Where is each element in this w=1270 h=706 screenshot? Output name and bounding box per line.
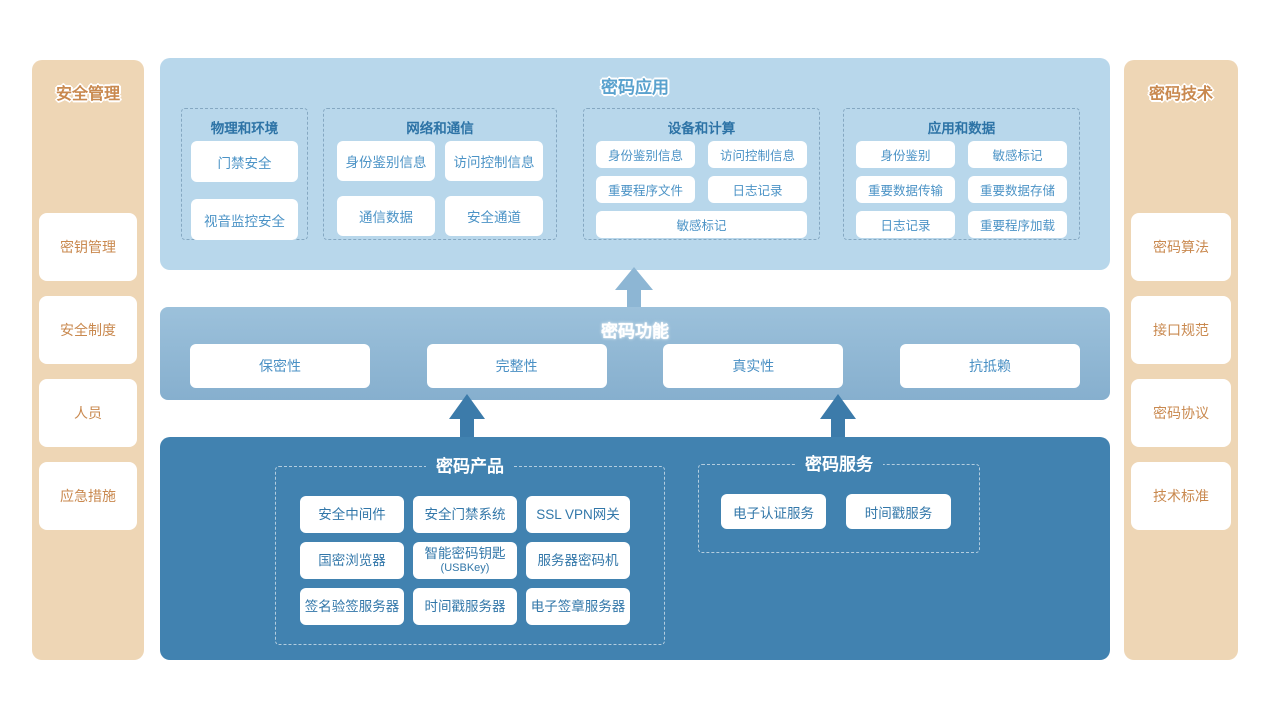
crypto-product-item: 国密浏览器 xyxy=(300,542,404,579)
sidebar-crypto-technology: 密码技术 密码算法接口规范密码协议技术标准 xyxy=(1124,60,1238,660)
network-communication-item: 身份鉴别信息 xyxy=(337,141,435,181)
crypto-services-title: 密码服务 xyxy=(795,451,883,479)
crypto-service-item: 电子认证服务 xyxy=(721,494,826,529)
crypto-function-title: 密码功能 xyxy=(601,322,669,341)
sidebar-right-title: 密码技术 xyxy=(1148,86,1213,103)
crypto-function-item: 保密性 xyxy=(190,344,370,388)
device-computing-item: 访问控制信息 xyxy=(708,141,807,168)
application-data-item: 重要数据存储 xyxy=(968,176,1067,203)
device-computing-item: 身份鉴别信息 xyxy=(596,141,695,168)
security-management-item: 人员 xyxy=(39,379,137,447)
application-data-item: 敏感标记 xyxy=(968,141,1067,168)
crypto-products-title: 密码产品 xyxy=(426,453,514,481)
arrow-head xyxy=(449,394,485,419)
group-title: 设备和计算 xyxy=(667,121,736,136)
group-title: 网络和通信 xyxy=(406,121,474,136)
group-physical-environment-items: 门禁安全视音监控安全 xyxy=(191,141,298,240)
arrow-stem xyxy=(627,289,641,307)
crypto-product-item: 智能密码钥匙(USBKey) xyxy=(413,542,517,579)
crypto-function-item: 抗抵赖 xyxy=(899,344,1080,388)
security-management-item: 应急措施 xyxy=(39,462,137,530)
crypto-technology-item: 接口规范 xyxy=(1131,296,1231,364)
crypto-product-item: 安全门禁系统 xyxy=(413,496,517,533)
group-device-computing-items: 身份鉴别信息访问控制信息重要程序文件日志记录敏感标记 xyxy=(596,141,807,238)
crypto-services-items: 电子认证服务时间戳服务 xyxy=(721,494,951,529)
crypto-function-items: 保密性 完整性 真实性 抗抵赖 xyxy=(190,344,1080,388)
arrow-stem xyxy=(831,418,845,437)
arrow-head xyxy=(615,267,653,290)
crypto-product-item: SSL VPN网关 xyxy=(526,496,630,533)
crypto-product-item: 时间戳服务器 xyxy=(413,588,517,625)
up-arrow-icon xyxy=(449,394,485,437)
crypto-function-item: 完整性 xyxy=(426,344,607,388)
sidebar-security-management: 安全管理 密钥管理安全制度人员应急措施 xyxy=(32,60,144,660)
block-crypto-function: 密码功能 保密性 完整性 真实性 抗抵赖 xyxy=(160,307,1110,400)
sidebar-left-items: 密钥管理安全制度人员应急措施 xyxy=(39,213,137,530)
up-arrow-icon xyxy=(615,267,653,307)
application-data-item: 重要数据传输 xyxy=(856,176,955,203)
group-network-communication: 网络和通信 身份鉴别信息访问控制信息通信数据安全通道 xyxy=(323,108,557,240)
device-computing-item: 敏感标记 xyxy=(596,211,807,238)
crypto-service-item: 时间戳服务 xyxy=(846,494,951,529)
group-device-computing: 设备和计算 身份鉴别信息访问控制信息重要程序文件日志记录敏感标记 xyxy=(583,108,820,240)
crypto-technology-item: 技术标准 xyxy=(1131,462,1231,530)
crypto-product-item: 安全中间件 xyxy=(300,496,404,533)
application-data-item: 日志记录 xyxy=(856,211,955,238)
network-communication-item: 访问控制信息 xyxy=(445,141,543,181)
sidebar-left-title: 安全管理 xyxy=(55,86,120,103)
application-data-item: 重要程序加载 xyxy=(968,211,1067,238)
network-communication-item: 安全通道 xyxy=(445,196,543,236)
crypto-product-item: 电子签章服务器 xyxy=(526,588,630,625)
crypto-product-item: 签名验签服务器 xyxy=(300,588,404,625)
device-computing-item: 日志记录 xyxy=(708,176,807,203)
crypto-product-item: 服务器密码机 xyxy=(526,542,630,579)
crypto-technology-item: 密码协议 xyxy=(1131,379,1231,447)
group-title: 应用和数据 xyxy=(927,121,996,136)
device-computing-item: 重要程序文件 xyxy=(596,176,695,203)
up-arrow-icon xyxy=(820,394,856,437)
sidebar-right-items: 密码算法接口规范密码协议技术标准 xyxy=(1131,213,1231,530)
physical-environment-item: 门禁安全 xyxy=(191,141,298,182)
group-title: 物理和环境 xyxy=(210,121,279,136)
group-crypto-services: 密码服务 电子认证服务时间戳服务 xyxy=(698,451,980,553)
group-network-communication-items: 身份鉴别信息访问控制信息通信数据安全通道 xyxy=(337,141,543,236)
block-crypto-application: 密码应用 物理和环境 门禁安全视音监控安全 网络和通信 身份鉴别信息访问控制信息… xyxy=(160,58,1110,270)
security-management-item: 密钥管理 xyxy=(39,213,137,281)
application-data-item: 身份鉴别 xyxy=(856,141,955,168)
crypto-technology-item: 密码算法 xyxy=(1131,213,1231,281)
crypto-application-title: 密码应用 xyxy=(601,78,669,97)
group-application-data-items: 身份鉴别敏感标记重要数据传输重要数据存储日志记录重要程序加载 xyxy=(856,141,1067,238)
network-communication-item: 通信数据 xyxy=(337,196,435,236)
physical-environment-item: 视音监控安全 xyxy=(191,199,298,240)
group-application-data: 应用和数据 身份鉴别敏感标记重要数据传输重要数据存储日志记录重要程序加载 xyxy=(843,108,1080,240)
security-management-item: 安全制度 xyxy=(39,296,137,364)
arrow-stem xyxy=(460,418,474,437)
crypto-function-item: 真实性 xyxy=(663,344,844,388)
group-physical-environment: 物理和环境 门禁安全视音监控安全 xyxy=(181,108,308,240)
arrow-head xyxy=(820,394,856,419)
